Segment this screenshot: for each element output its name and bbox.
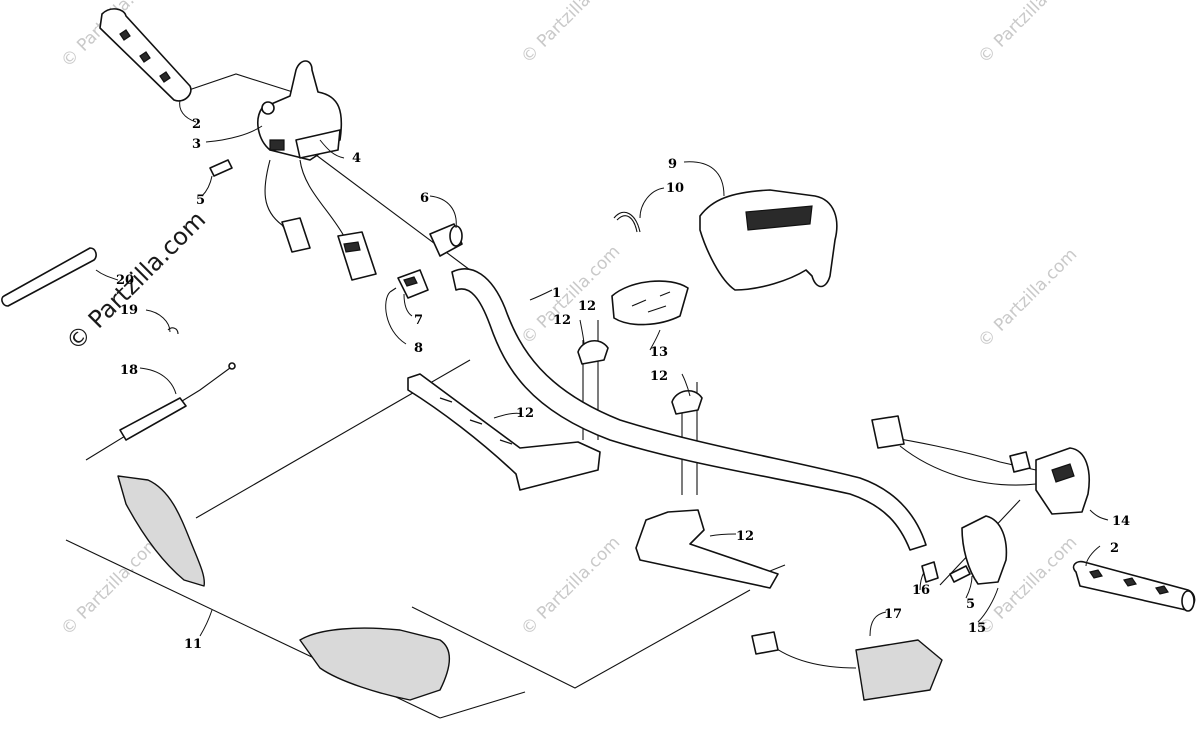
switch-housing-part-14 — [871, 415, 1090, 515]
cover-part-9 — [699, 189, 838, 291]
leader-lines — [95, 99, 1109, 637]
plug-part-16 — [921, 561, 939, 583]
screw-part-5-left — [209, 159, 233, 177]
callout-12: 12 — [650, 369, 668, 384]
harness-part-4 — [264, 159, 377, 281]
cable-part-18 — [85, 362, 236, 461]
callout-labels: 1 2 2 3 4 5 5 6 7 8 9 10 11 12 12 12 12 … — [116, 117, 1130, 652]
handguard-part-12-right — [635, 509, 779, 589]
callout-16: 16 — [912, 583, 930, 598]
handguard-part-12-left — [407, 373, 601, 491]
shield-part-11-lower — [299, 627, 451, 701]
callout-10: 10 — [666, 181, 684, 196]
throttle-housing-part-3 — [257, 60, 343, 161]
shield-part-11-upper — [117, 475, 205, 587]
callout-14: 14 — [1112, 514, 1130, 529]
callout-6: 6 — [420, 191, 429, 206]
clip-part-19 — [167, 327, 179, 335]
callout-15: 15 — [968, 621, 986, 636]
callout-2: 2 — [1110, 541, 1119, 556]
callout-2: 2 — [192, 117, 201, 132]
callout-12: 12 — [578, 299, 596, 314]
callout-13: 13 — [650, 345, 668, 360]
clamp-part-12-a — [577, 340, 609, 365]
screw-part-5-right — [949, 565, 971, 583]
callout-5: 5 — [966, 597, 975, 612]
lever-part-15 — [961, 515, 1008, 585]
hardware-part-13 — [611, 280, 689, 326]
watermark: © Partzilla.com — [974, 245, 1081, 352]
callout-17: 17 — [884, 607, 902, 622]
callout-5: 5 — [196, 193, 205, 208]
callout-20: 20 — [116, 273, 134, 288]
right-grip-part-2 — [1072, 560, 1196, 612]
left-grip-part-2 — [99, 8, 192, 102]
callout-19: 19 — [120, 303, 138, 318]
callout-8: 8 — [414, 341, 423, 356]
watermark-large: © Partzilla.com — [60, 205, 211, 356]
watermark: © Partzilla.com — [974, 0, 1081, 68]
bracket-part-7 — [397, 269, 429, 299]
clip-part-8 — [389, 287, 397, 293]
clip-part-10 — [613, 211, 641, 233]
watermark: © Partzilla.com — [517, 242, 624, 349]
callout-4: 4 — [352, 151, 361, 166]
clamp-part-6 — [429, 223, 463, 257]
callout-3: 3 — [192, 137, 201, 152]
callout-11: 11 — [184, 637, 202, 652]
clamp-part-12-b — [671, 390, 703, 415]
bar-part-20 — [1, 247, 97, 307]
callout-12: 12 — [553, 313, 571, 328]
callout-12: 12 — [736, 529, 754, 544]
callout-18: 18 — [120, 363, 138, 378]
handlebar-part-1 — [451, 268, 927, 551]
watermark: © Partzilla.com — [517, 533, 624, 640]
watermark: © Partzilla.com — [57, 533, 164, 640]
callout-7: 7 — [414, 313, 423, 328]
heater-part-17 — [751, 631, 943, 701]
callout-1: 1 — [552, 286, 561, 301]
callout-12: 12 — [516, 406, 534, 421]
callout-9: 9 — [668, 157, 677, 172]
watermark: © Partzilla.com — [517, 0, 624, 68]
